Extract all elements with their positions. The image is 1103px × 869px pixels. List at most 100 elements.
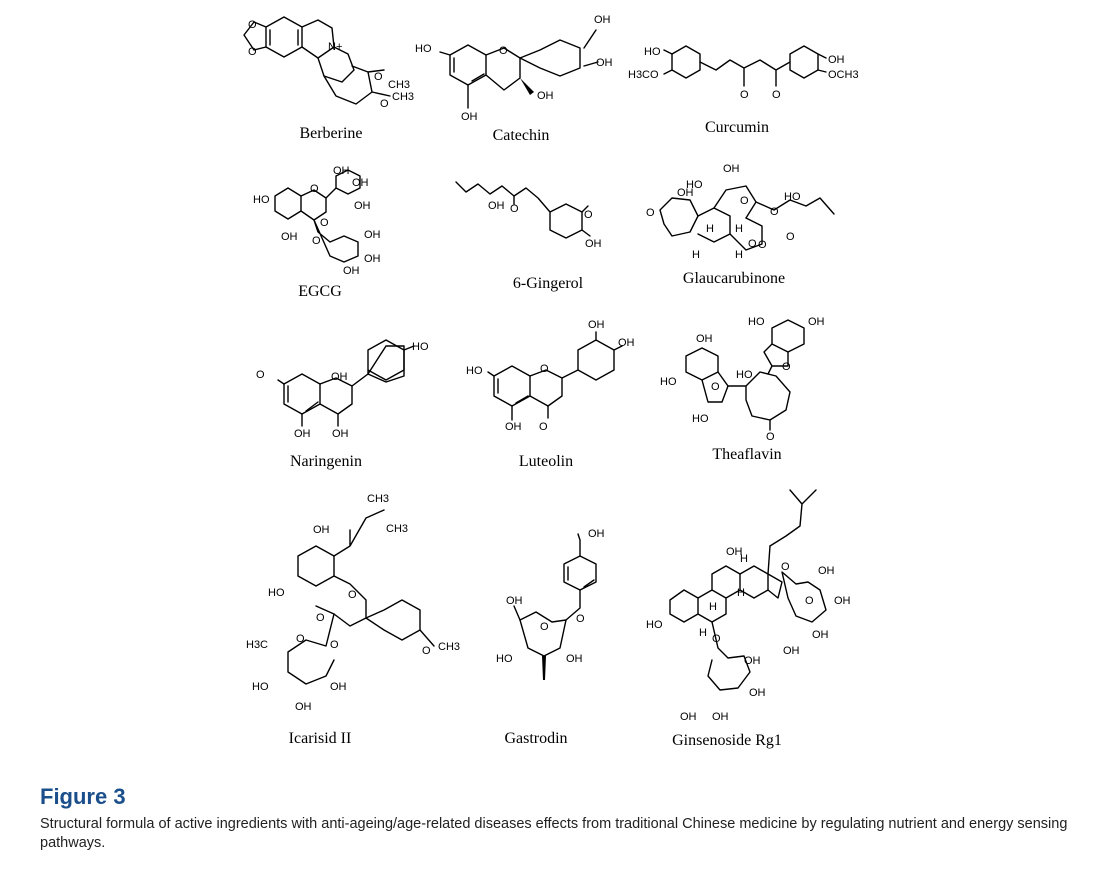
atom-label: O [740, 195, 749, 207]
atom-label: H3CO [628, 69, 659, 81]
atom-label: OH [696, 333, 713, 345]
atom-label: O [320, 217, 329, 229]
atom-label: O [540, 621, 549, 633]
atom-label: OH [294, 428, 311, 440]
atom-label: OH [680, 711, 697, 723]
atom-label: O [422, 645, 431, 657]
atom-label: HO [748, 316, 765, 328]
atom-label: O [740, 89, 749, 101]
structure-theaflavin: HO OH OH HO HO O HO O O Theaflavin [660, 316, 825, 463]
atom-label: O [330, 639, 339, 651]
structure-luteolin: OH OH HO O OH O Luteolin [466, 319, 635, 470]
atom-label: OH [594, 14, 611, 26]
atom-label: H [735, 249, 743, 261]
structure-berberine: O O N+ O CH3 O CH3 Berberine [243, 16, 414, 142]
compound-name: Luteolin [519, 453, 573, 470]
atom-label: HO [268, 587, 285, 599]
atom-label: OH [488, 200, 505, 212]
atom-label: O [748, 238, 757, 250]
atom-label: O [256, 369, 265, 381]
atom-label: O [374, 71, 383, 83]
atom-label: O [712, 633, 721, 645]
atom-label: O [499, 45, 508, 57]
atom-label: CH3 [388, 79, 410, 91]
compound-name: 6-Gingerol [513, 275, 584, 292]
atom-label: OH [364, 253, 381, 265]
atom-label: OH [723, 163, 740, 175]
atom-label: O [772, 89, 781, 101]
atom-label: OH [618, 337, 635, 349]
structure-6-gingerol: OH O O OH 6-Gingerol [455, 181, 602, 292]
atom-label: H3C [246, 639, 268, 651]
structure-curcumin: HO H3CO O O OH OCH3 Curcumin [628, 45, 859, 136]
atom-label: HO [412, 341, 429, 353]
atom-label: O [781, 561, 790, 573]
compound-name: Theaflavin [712, 446, 781, 463]
atom-label: HO [496, 653, 513, 665]
atom-label: OH [333, 165, 350, 177]
structure-catechin: HO O OH OH OH OH Catechin [415, 14, 613, 144]
atom-label: CH3 [367, 493, 389, 505]
atom-label: H [709, 601, 717, 613]
structure-naringenin: HO O OH OH OH Naringenin [256, 339, 429, 470]
atom-label: HO [644, 46, 661, 58]
atom-label: OH [354, 200, 371, 212]
compound-name: Gastrodin [504, 730, 567, 747]
atom-label: OH [812, 629, 829, 641]
atom-label: OH [461, 111, 478, 123]
atom-label: O [758, 239, 767, 251]
atom-label: OH [828, 54, 845, 66]
atom-label: HO [646, 619, 663, 631]
structure-icarisid-ii: CH3 CH3 OH HO O O O H3C O O CH3 HO OH OH… [246, 493, 460, 747]
atom-label: OH [506, 595, 523, 607]
atom-label: O [711, 381, 720, 393]
atom-label: O [540, 363, 549, 375]
atom-label: OH [343, 265, 360, 277]
figure-label: Figure 3 [40, 784, 126, 809]
atom-label: HO [415, 43, 432, 55]
atom-label: HO [252, 681, 269, 693]
atom-label: O [766, 431, 775, 443]
compound-name: Catechin [493, 127, 550, 144]
atom-label: H [735, 223, 743, 235]
atom-label: OH [783, 645, 800, 657]
atom-label: OCH3 [828, 69, 859, 81]
atom-label: O [380, 98, 389, 110]
atom-label: OH [677, 187, 694, 199]
atom-label: OH [726, 546, 743, 558]
atom-label: H [692, 249, 700, 261]
atom-label: HO [253, 194, 270, 206]
atom-label: CH3 [386, 523, 408, 535]
atom-label: OH [808, 316, 825, 328]
structure-gastrodin: OH OH O O HO OH Gastrodin [496, 528, 605, 747]
atom-label: O [576, 613, 585, 625]
atom-label: O [316, 612, 325, 624]
atom-label: O [248, 46, 257, 58]
atom-label: OH [744, 655, 761, 667]
atom-label: OH [749, 687, 766, 699]
atom-label: OH [834, 595, 851, 607]
atom-label: CH3 [392, 91, 414, 103]
atom-label: O [539, 421, 548, 433]
atom-label: O [510, 203, 519, 215]
atom-label: O [584, 209, 593, 221]
atom-label: OH [352, 177, 369, 189]
atom-label: O [248, 19, 257, 31]
structure-egcg: OH OH OH HO O OH O O OH OH OH EGCG [253, 165, 381, 300]
atom-label: O [805, 595, 814, 607]
compound-name: Glaucarubinone [683, 270, 785, 287]
atom-label: N+ [328, 41, 342, 53]
atom-label: H [740, 553, 748, 565]
atom-label: O [786, 231, 795, 243]
atom-label: OH [332, 428, 349, 440]
compound-name: EGCG [298, 283, 342, 300]
atom-label: O [310, 183, 319, 195]
figure-caption: Structural formula of active ingredients… [40, 816, 1068, 851]
atom-label: O [348, 589, 357, 601]
atom-label: OH [295, 701, 312, 713]
atom-label: OH [364, 229, 381, 241]
atom-label: H [737, 587, 745, 599]
atom-label: OH [818, 565, 835, 577]
atom-label: HO [686, 179, 703, 191]
atom-label: OH [313, 524, 330, 536]
